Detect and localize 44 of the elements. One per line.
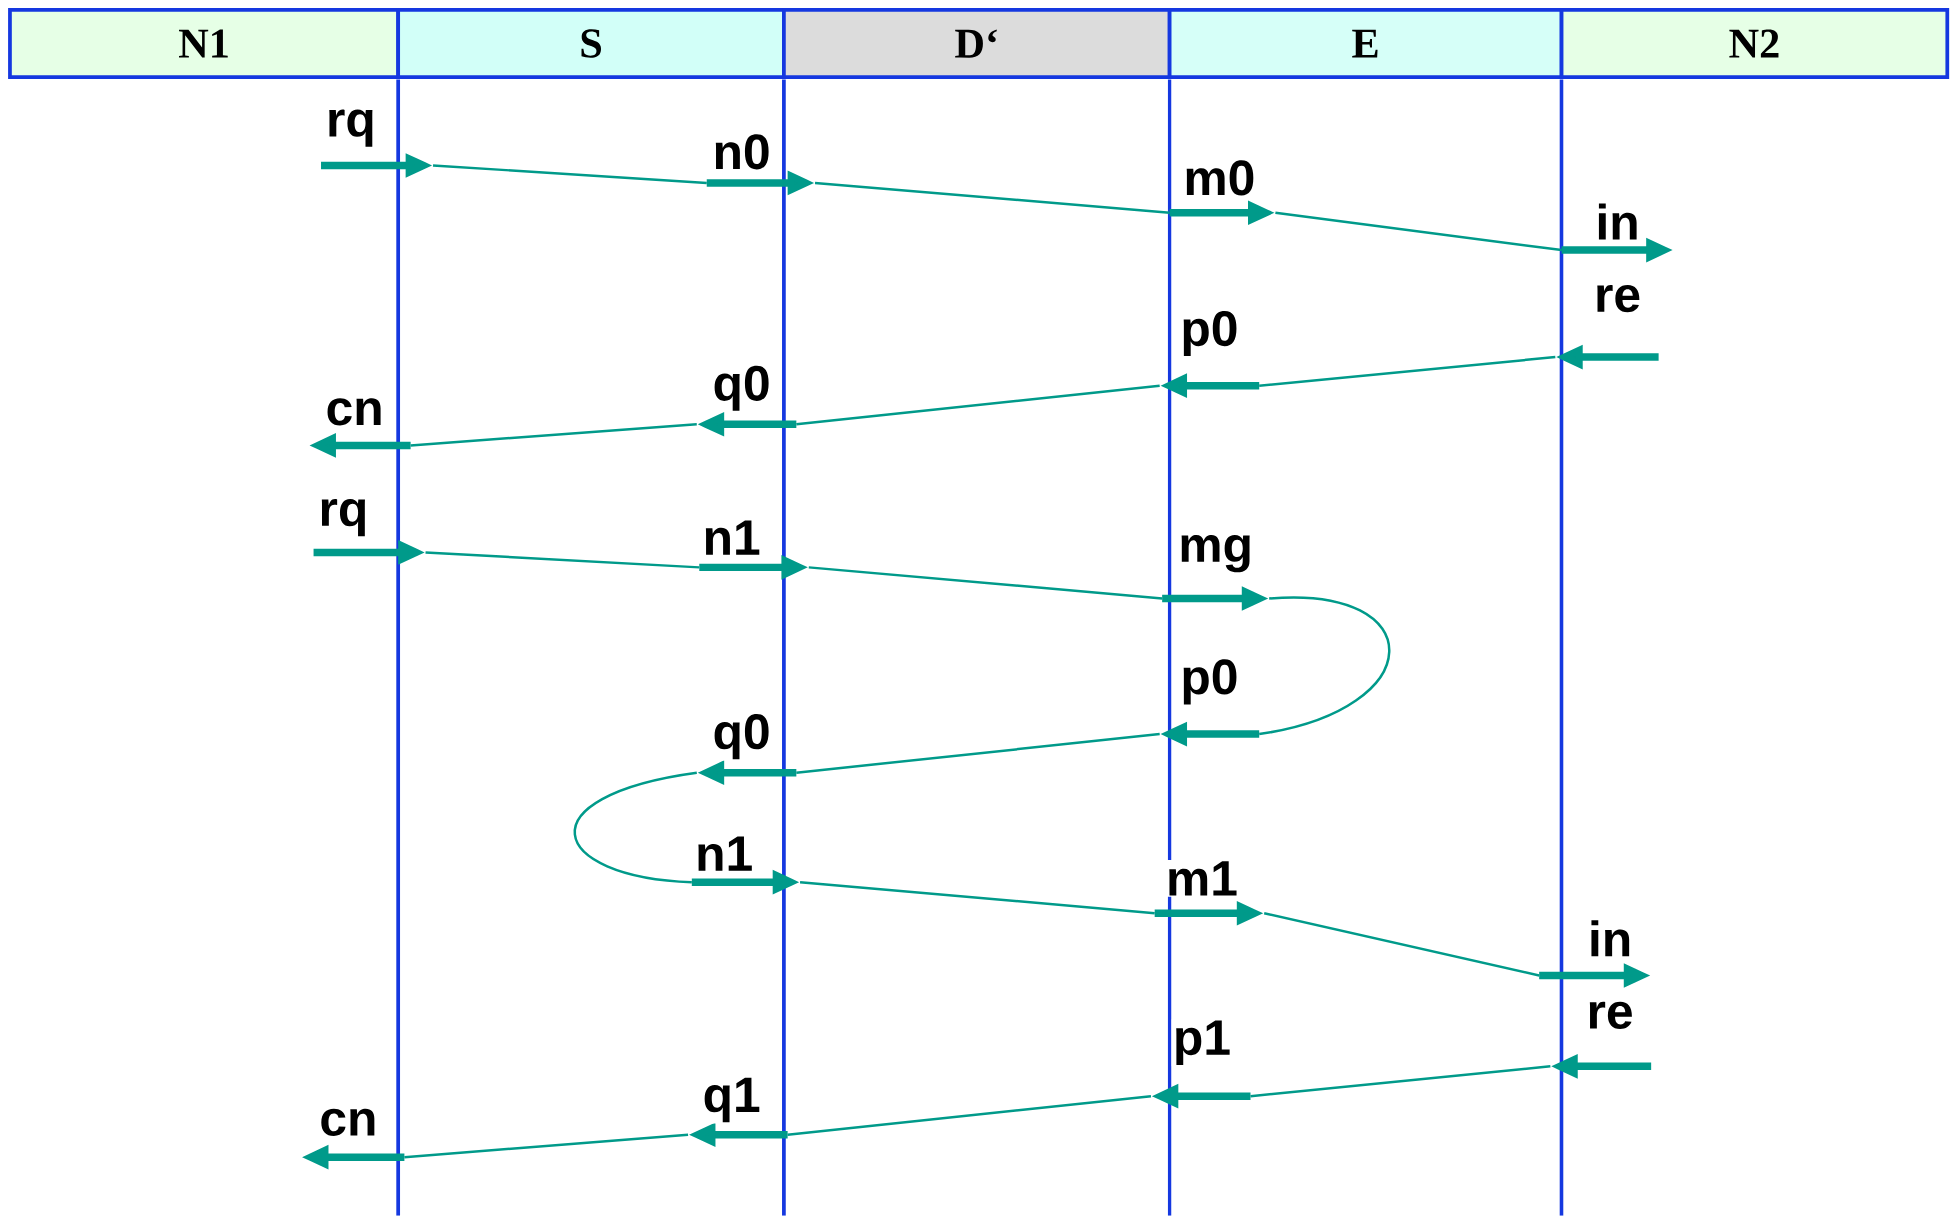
lane-header: D‘ — [782, 8, 1172, 80]
connector-line — [799, 881, 1155, 915]
edge-label: n1 — [705, 520, 760, 555]
connector-line — [1259, 356, 1556, 388]
edge-label: in — [1591, 920, 1630, 957]
connector-line — [808, 566, 1163, 600]
lane-header: E — [1167, 8, 1564, 80]
connector-line — [814, 181, 1170, 215]
connector-line — [1258, 596, 1391, 736]
connector-line — [1250, 1065, 1551, 1098]
edge-label: n0 — [715, 134, 769, 170]
connector-line — [573, 771, 697, 884]
lane-header: N2 — [1559, 8, 1950, 80]
edge-label: n1 — [698, 836, 752, 871]
connector-line — [1263, 912, 1540, 977]
lane-header: N1 — [8, 8, 401, 80]
edge-label: re — [1597, 285, 1640, 313]
connector-line — [1275, 211, 1562, 252]
connector-line — [432, 164, 707, 185]
edge-label: p0 — [1183, 311, 1237, 357]
edge-label: cn — [327, 398, 381, 426]
edge-label: cn — [321, 1108, 375, 1137]
edge-label: rq — [329, 109, 373, 147]
edge-label: m0 — [1186, 160, 1254, 196]
edge-label: q1 — [704, 1077, 760, 1123]
edge-label: p1 — [1176, 1020, 1230, 1066]
lifeline — [782, 79, 786, 1216]
connector-line — [796, 733, 1160, 775]
edge-label: q0 — [714, 365, 769, 411]
edge-label: p0 — [1183, 659, 1237, 705]
lane-header: S — [396, 8, 786, 80]
connector-line — [787, 1095, 1152, 1137]
lifeline — [396, 79, 401, 1216]
edge-label: m1 — [1169, 861, 1237, 896]
edge-label: re — [1589, 1001, 1632, 1030]
connector-line — [410, 423, 697, 447]
edge-label: in — [1598, 203, 1637, 240]
lifeline — [1559, 79, 1564, 1216]
edge-label: mg — [1181, 535, 1250, 573]
connector-line — [796, 384, 1160, 426]
connector-line — [404, 1133, 689, 1159]
edge-label: rq — [321, 499, 365, 537]
edge-label: q0 — [714, 714, 769, 760]
connector-line — [425, 551, 700, 569]
